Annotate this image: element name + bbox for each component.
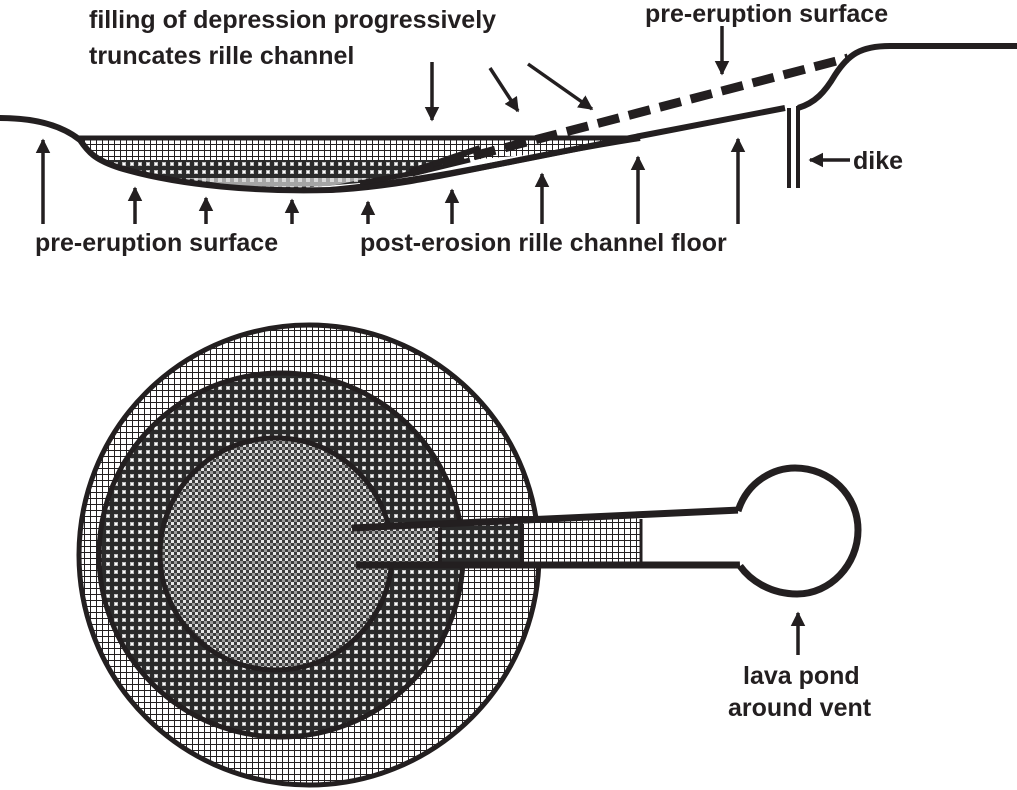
channel-fill-inner <box>355 527 440 564</box>
channel-wall-north <box>351 506 741 532</box>
channel-fill-outer <box>522 518 640 563</box>
arrow-filling-3 <box>526 62 594 111</box>
cross-section-arrows <box>35 26 850 224</box>
scarp-right <box>797 43 1017 111</box>
label-pre-eruption-bottom: pre-eruption surface <box>35 229 278 257</box>
label-filling-line1: filling of depression progressively <box>89 6 496 34</box>
pre-eruption-dashed <box>410 53 850 177</box>
label-lava-pond-line1: lava pond <box>743 662 860 690</box>
plan-view: lava pond around vent <box>76 322 872 788</box>
fill-layer-lower <box>185 178 370 188</box>
label-post-erosion: post-erosion rille channel floor <box>360 229 727 257</box>
cross-section: filling of depression progressively trun… <box>0 0 1017 257</box>
label-lava-pond-line2: around vent <box>728 694 872 722</box>
channel-fill-open <box>640 512 745 563</box>
lava-pond <box>734 464 862 598</box>
label-pre-eruption-top: pre-eruption surface <box>645 0 888 28</box>
post-erosion-channel-floor <box>329 105 786 193</box>
channel-fill-middle <box>440 523 522 563</box>
label-dike: dike <box>853 147 903 175</box>
arrow-filling-2 <box>488 67 520 113</box>
label-filling-line2: truncates rille channel <box>89 42 354 70</box>
